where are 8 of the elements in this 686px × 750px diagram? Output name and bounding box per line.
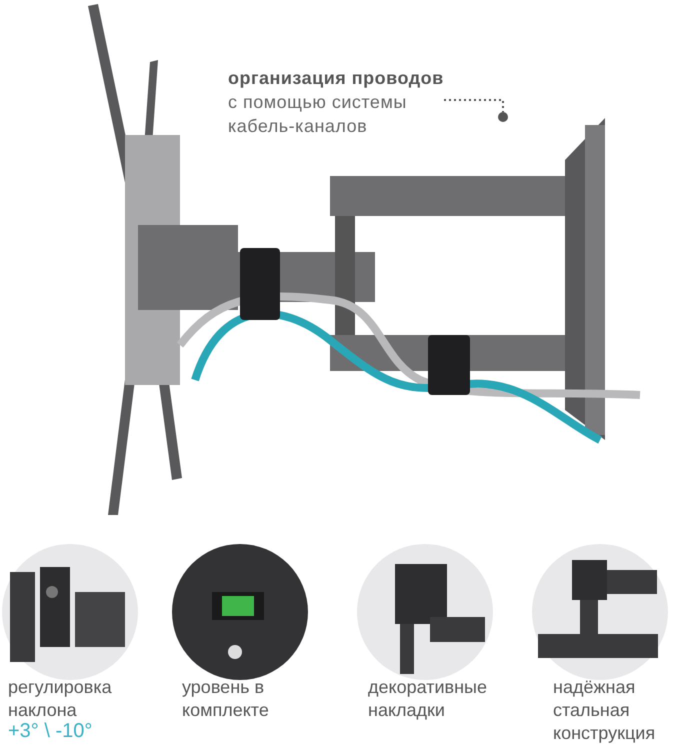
dot-marker xyxy=(498,112,508,122)
caption-text: уровень в комплекте xyxy=(182,676,270,722)
leader-line xyxy=(444,99,504,112)
callout-text: организация проводов с помощью системы кабель-каналов xyxy=(228,66,444,138)
caption-text: декоративные накладки xyxy=(368,676,488,722)
caption-text: надёжная стальная конструкция xyxy=(553,676,656,745)
caption-text: регулировка наклона xyxy=(8,676,113,722)
caption-text: +3° \ -10° xyxy=(8,720,94,743)
